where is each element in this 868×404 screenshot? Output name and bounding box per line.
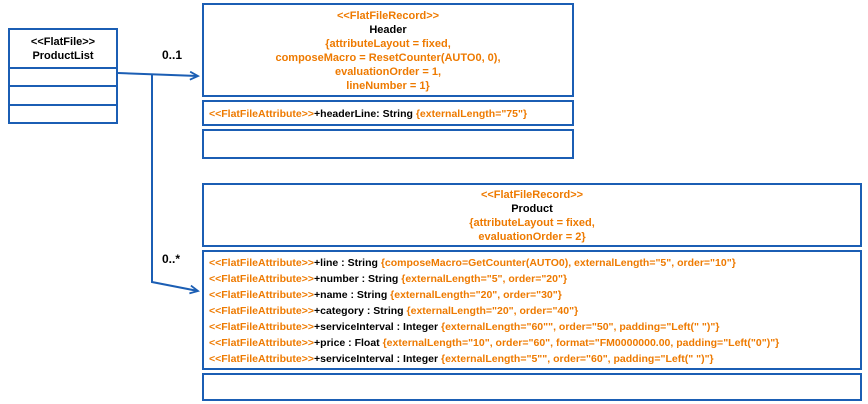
header-title-compartment: <<FlatFileRecord>> Header {attributeLayo…: [202, 3, 574, 97]
productlist-stereotype: <<FlatFile>>: [30, 35, 96, 48]
product-stereotype: <<FlatFileRecord>>: [480, 189, 584, 201]
attribute-row: <<FlatFileAttribute>>+name : String {ext…: [209, 287, 855, 303]
attribute-name: +line : String: [314, 257, 381, 269]
productlist-name: ProductList: [32, 49, 94, 62]
attribute-properties: {externalLength="10", order="60", format…: [382, 337, 780, 349]
attribute-name: +serviceInterval : Integer: [314, 321, 441, 333]
productlist-empty-compartment: [10, 103, 116, 122]
attribute-name: +serviceInterval : Integer: [314, 353, 441, 365]
product-property-line: evaluationOrder = 2}: [478, 231, 586, 243]
product-title-compartment: <<FlatFileRecord>> Product {attributeLay…: [202, 183, 862, 247]
attribute-name: +category : String: [314, 305, 407, 317]
attribute-name: +price : Float: [314, 337, 383, 349]
attribute-properties: {externalLength="5"", order="60", paddin…: [440, 353, 714, 365]
attribute-stereotype: <<FlatFileAttribute>>: [209, 108, 315, 120]
attribute-row: <<FlatFileAttribute>>+serviceInterval : …: [209, 351, 855, 367]
attribute-name: +number : String: [314, 273, 402, 285]
header-property-line: lineNumber = 1}: [346, 80, 430, 92]
record-node-header[interactable]: <<FlatFileRecord>> Header {attributeLayo…: [202, 3, 574, 159]
header-attributes-compartment: <<FlatFileAttribute>>+headerLine: String…: [202, 100, 574, 126]
class-node-productlist[interactable]: <<FlatFile>> ProductList: [8, 28, 118, 124]
attribute-row: <<FlatFileAttribute>>+price : Float {ext…: [209, 335, 855, 351]
attribute-stereotype: <<FlatFileAttribute>>: [209, 273, 315, 285]
attribute-row: <<FlatFileAttribute>>+serviceInterval : …: [209, 319, 855, 335]
attribute-row: <<FlatFileAttribute>>+category : String …: [209, 303, 855, 319]
attribute-properties: {externalLength="75"}: [415, 108, 528, 120]
attribute-properties: {externalLength="20", order="30"}: [390, 289, 562, 301]
attribute-row: <<FlatFileAttribute>>+line : String {com…: [209, 255, 855, 271]
association-to-header-edge: [117, 70, 201, 81]
attribute-stereotype: <<FlatFileAttribute>>: [209, 353, 315, 365]
attribute-row: <<FlatFileAttribute>>+headerLine: String…: [209, 106, 567, 122]
record-node-product[interactable]: <<FlatFileRecord>> Product {attributeLay…: [202, 183, 862, 401]
header-name: Header: [369, 24, 407, 36]
attribute-stereotype: <<FlatFileAttribute>>: [209, 257, 315, 269]
attribute-properties: {externalLength="20", order="40"}: [406, 305, 579, 317]
attribute-name: +name : String: [314, 289, 391, 301]
attribute-properties: {externalLength="60"", order="50", paddi…: [440, 321, 720, 333]
header-property-line: {attributeLayout = fixed,: [325, 38, 451, 50]
product-empty-compartment: [202, 373, 862, 401]
attribute-properties: {composeMacro=GetCounter(AUTO0), externa…: [380, 257, 736, 269]
multiplicity-label-product: 0..*: [162, 252, 181, 266]
product-attributes-compartment: <<FlatFileAttribute>>+line : String {com…: [202, 250, 862, 370]
multiplicity-label-header: 0..1: [162, 48, 183, 62]
attribute-name: +headerLine: String: [314, 108, 416, 120]
header-stereotype: <<FlatFileRecord>>: [336, 10, 440, 22]
productlist-empty-compartment: [10, 67, 116, 86]
header-property-line: composeMacro = ResetCounter(AUTO0, 0),: [275, 52, 501, 64]
header-empty-compartment: [202, 129, 574, 159]
attribute-stereotype: <<FlatFileAttribute>>: [209, 321, 315, 333]
productlist-empty-compartment: [10, 85, 116, 104]
header-property-line: evaluationOrder = 1,: [334, 66, 442, 78]
product-name: Product: [511, 203, 553, 215]
product-property-line: {attributeLayout = fixed,: [469, 217, 595, 229]
attribute-stereotype: <<FlatFileAttribute>>: [209, 305, 315, 317]
attribute-stereotype: <<FlatFileAttribute>>: [209, 337, 315, 349]
attribute-row: <<FlatFileAttribute>>+number : String {e…: [209, 271, 855, 287]
attribute-properties: {externalLength="5", order="20"}: [401, 273, 568, 285]
productlist-title-compartment: <<FlatFile>> ProductList: [10, 30, 116, 67]
attribute-stereotype: <<FlatFileAttribute>>: [209, 289, 315, 301]
